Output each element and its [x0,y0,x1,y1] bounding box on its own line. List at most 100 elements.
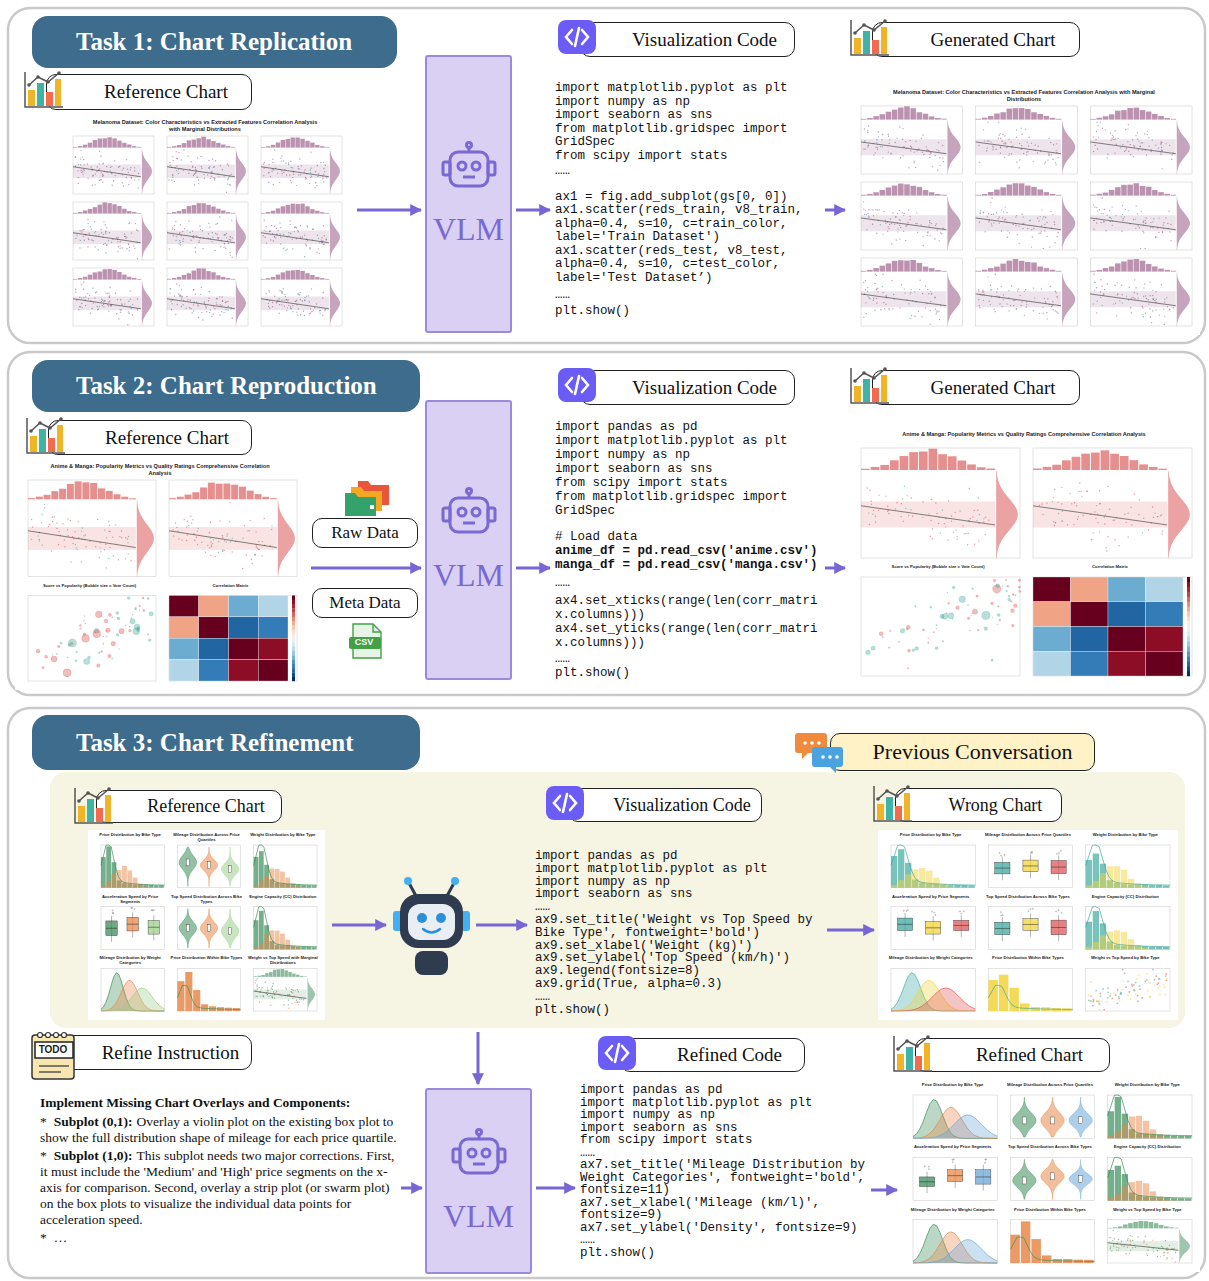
data-point [1026,306,1027,307]
data-point [114,160,115,161]
axes-frame [73,136,154,194]
data-point [1114,152,1115,153]
flow-arrow [401,1187,422,1190]
histogram-bar [1152,266,1158,271]
data-point [230,254,231,255]
data-point [928,293,929,294]
data-point [39,540,40,541]
data-point [1145,223,1146,224]
data-point [208,223,209,224]
icon-trend [855,21,885,33]
data-point [1103,220,1104,221]
histogram-bar [892,110,898,120]
code-line: import seaborn as sns [555,109,822,123]
axes-frame [73,268,154,326]
data-point [96,291,97,292]
data-point [215,224,216,225]
data-point [228,165,229,166]
marginal-density [142,149,152,194]
data-point [1101,305,1102,306]
data-point [1093,220,1094,221]
data-point [176,236,177,237]
data-point [1013,300,1014,301]
data-point [206,311,207,312]
data-point [263,175,264,176]
icon-bar [48,438,55,452]
data-point [1140,211,1141,212]
data-point [1095,139,1096,140]
data-point [138,179,139,180]
data-point [109,547,110,548]
data-point [78,177,79,178]
data-point [174,181,175,182]
data-point [913,161,914,162]
data-point [58,531,59,532]
data-point [310,308,311,309]
task-panel: Task 2: Chart ReproductionReference Char… [8,352,1205,695]
histogram-bar [1025,186,1031,196]
data-point [79,306,80,307]
data-point [1016,215,1017,216]
data-point [1041,288,1042,289]
data-point [124,236,125,237]
histogram-bar [994,190,1000,196]
histogram-bar [78,212,82,214]
data-point [108,531,109,532]
histogram-bar [169,498,176,499]
axes-frame [1090,106,1192,174]
data-point [915,167,916,168]
data-point [198,242,199,243]
data-point [215,233,216,234]
axes-frame [73,202,154,260]
data-point [106,244,107,245]
data-point [1102,128,1103,129]
data-point [1019,295,1020,296]
data-point [322,178,323,179]
histogram-bar [994,114,1000,120]
data-point [902,155,903,156]
data-point [1145,313,1146,314]
data-point [76,234,77,235]
data-point [317,235,318,236]
data-point [1002,134,1003,135]
data-point [105,233,106,234]
data-point [1007,237,1008,238]
data-point [918,310,919,311]
histogram-bar [873,192,879,195]
data-point [1124,216,1125,217]
data-point [1028,145,1029,146]
data-point [204,178,205,179]
data-point [1112,138,1113,139]
subplot [28,480,156,577]
data-point [137,298,138,299]
data-point [991,214,992,215]
data-point [101,172,102,173]
data-point [1044,298,1045,299]
data-point [1043,248,1044,249]
data-point [217,238,218,239]
data-point [868,209,869,210]
data-point [1008,155,1009,156]
data-point [878,131,879,132]
data-point [921,138,922,139]
data-point [288,162,289,163]
data-point [107,304,108,305]
data-point [309,313,310,314]
data-point [105,292,106,293]
data-point [1152,295,1153,296]
data-point [118,559,119,560]
data-point [1128,299,1129,300]
data-point [1142,307,1143,308]
data-point [287,307,288,308]
data-point [304,300,305,301]
data-point [283,160,284,161]
histogram-bar [211,141,215,148]
data-point [271,225,272,226]
data-point [325,309,326,310]
data-point [909,216,910,217]
data-point [116,237,117,238]
data-point [211,316,212,317]
data-point [304,171,305,172]
data-point [1165,217,1166,218]
data-point [127,538,128,539]
